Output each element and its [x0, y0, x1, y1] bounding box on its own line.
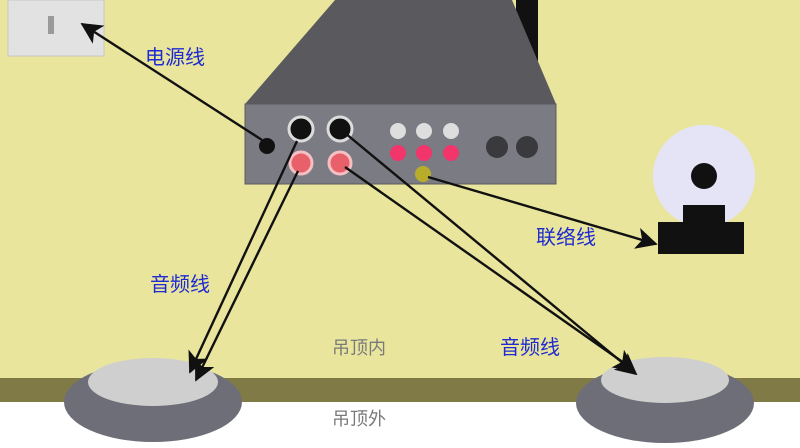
link-port [415, 166, 431, 182]
xlr-port-top-left [287, 115, 315, 143]
xlr-port-top-right [326, 115, 354, 143]
audio-cable-arrow-4 [344, 166, 636, 372]
link-cable-label: 联络线 [536, 225, 596, 249]
camera-icon [653, 125, 755, 254]
rca-white-3 [443, 123, 459, 139]
audio-cable-arrow-3 [344, 132, 638, 376]
ceiling-speaker-icon [64, 358, 242, 442]
antenna-base-left [486, 136, 508, 158]
xlr-port-bottom-right [327, 150, 353, 176]
cable-arrows [80, 22, 658, 382]
rca-pink-3 [443, 145, 459, 161]
audio-cable-label-right: 音频线 [500, 335, 560, 359]
xlr-port-bottom-left [288, 150, 314, 176]
audio-cable-arrow-2 [194, 170, 300, 382]
rca-pink-1 [390, 145, 406, 161]
ceiling-inside-label: 吊顶内 [332, 338, 386, 359]
rca-white-2 [416, 123, 432, 139]
audio-cable-arrow-1 [188, 140, 299, 374]
rca-white-1 [390, 123, 406, 139]
rca-pink-2 [416, 145, 432, 161]
audio-cable-label-left: 音频线 [150, 272, 210, 296]
ceiling-outside-label: 吊顶外 [332, 409, 386, 430]
power-cable-arrow [80, 22, 263, 142]
mixer-host-device [244, 0, 557, 185]
antenna-base-right [516, 136, 538, 158]
power-cable-label: 电源线 [145, 45, 205, 69]
link-cable-arrow [427, 175, 658, 249]
power-port [259, 138, 275, 154]
